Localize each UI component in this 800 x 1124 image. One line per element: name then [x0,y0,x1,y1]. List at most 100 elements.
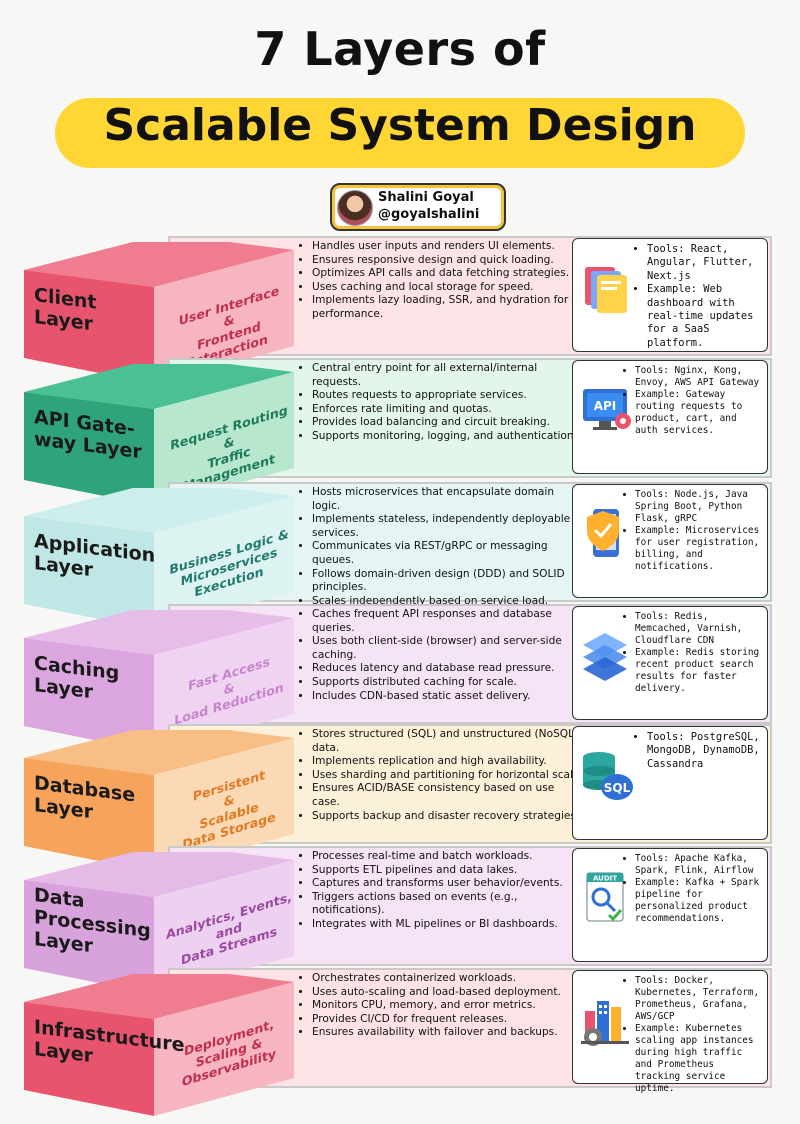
tools-item: Example: Gateway routing requests to pro… [635,389,763,437]
tools-list: Tools: Nginx, Kong, Envoy, AWS API Gatew… [623,365,763,437]
block-side-face [154,738,294,872]
bullet-item: Central entry point for all external/int… [312,362,584,389]
block-front-face [24,392,154,506]
svg-text:AUDIT: AUDIT [593,875,617,883]
bullet-item: Stores structured (SQL) and unstructured… [312,728,584,755]
bullet-item: Uses caching and local storage for speed… [312,281,584,295]
tools-item: Example: Redis storing recent product se… [635,647,763,695]
layer-bullets: Handles user inputs and renders UI eleme… [300,240,584,322]
sql-database-icon: SQL [579,745,633,805]
bullet-item: Uses auto-scaling and load-based deploym… [312,986,584,1000]
bullet-item: Includes CDN-based static asset delivery… [312,690,584,704]
bullet-item: Provides CI/CD for frequent releases. [312,1013,584,1027]
block-side-face [154,618,294,752]
block-side-face [154,496,294,630]
tools-card: SQL Tools: PostgreSQL, MongoDB, DynamoDB,… [572,726,768,840]
block-side-face [154,982,294,1116]
block-front-face [24,758,154,872]
bullet-item: Ensures ACID/BASE consistency based on u… [312,782,584,809]
layer-block-shape [24,974,294,1116]
tools-card: Tools: Redis, Memcached, Varnish, Cloudf… [572,606,768,720]
bullet-item: Implements replication and high availabi… [312,755,584,769]
tools-item: Tools: Nginx, Kong, Envoy, AWS API Gatew… [635,365,763,389]
bullet-item: Follows domain-driven design (DDD) and S… [312,568,584,595]
title-highlight [55,98,745,168]
bullet-item: Ensures responsive design and quick load… [312,254,584,268]
layer-block-shape [24,852,294,994]
layer-bullets: Central entry point for all external/int… [300,362,584,444]
tools-list: Tools: Docker, Kubernetes, Terraform, Pr… [623,975,763,1095]
tools-item: Tools: Apache Kafka, Spark, Flink, Airfl… [635,853,763,877]
tools-card: Tools: Node.js, Java Spring Boot, Python… [572,484,768,598]
tools-item: Tools: Redis, Memcached, Varnish, Cloudf… [635,611,763,647]
tools-item: Example: Web dashboard with real-time up… [647,283,763,350]
tools-list: Tools: PostgreSQL, MongoDB, DynamoDB, Ca… [635,731,763,771]
author-handle: @goyalshalini [378,207,480,222]
block-top-face [24,488,294,533]
block-front-face [24,270,154,384]
tools-item: Tools: Docker, Kubernetes, Terraform, Pr… [635,975,763,1023]
tools-list: Tools: React, Angular, Flutter, Next.jsE… [635,243,763,350]
block-top-face [24,852,294,897]
layer-block-shape [24,488,294,630]
bullet-item: Reduces latency and database read pressu… [312,662,584,676]
tools-item: Example: Kafka + Spark pipeline for pers… [635,877,763,925]
bullet-item: Orchestrates containerized workloads. [312,972,584,986]
folders-icon [579,257,633,317]
tools-list: Tools: Apache Kafka, Spark, Flink, Airfl… [623,853,763,925]
block-side-face [154,372,294,506]
bullet-item: Uses both client-side (browser) and serv… [312,635,584,662]
bullet-item: Caches frequent API responses and databa… [312,608,584,635]
bullet-item: Communicates via REST/gRPC or messaging … [312,540,584,567]
svg-text:SQL: SQL [604,781,631,795]
bullet-item: Scales independently based on service lo… [312,595,584,609]
layer-bullets: Orchestrates containerized workloads.Use… [300,972,584,1040]
layer-bullets: Hosts microservices that encapsulate dom… [300,486,584,608]
bullet-item: Optimizes API calls and data fetching st… [312,267,584,281]
layer-bullets: Stores structured (SQL) and unstructured… [300,728,584,823]
api-monitor-icon: API [579,379,633,439]
bullet-item: Monitors CPU, memory, and error metrics. [312,999,584,1013]
tools-item: Tools: Node.js, Java Spring Boot, Python… [635,489,763,525]
layer-bullets: Processes real-time and batch workloads.… [300,850,584,932]
bullet-item: Supports distributed caching for scale. [312,676,584,690]
bullet-item: Enforces rate limiting and quotas. [312,403,584,417]
block-side-face [154,860,294,994]
tools-card: Tools: Docker, Kubernetes, Terraform, Pr… [572,970,768,1094]
bullet-item: Hosts microservices that encapsulate dom… [312,486,584,513]
layer-block-shape [24,730,294,872]
tools-item: Tools: PostgreSQL, MongoDB, DynamoDB, Ca… [647,731,763,771]
block-top-face [24,730,294,775]
bullet-item: Implements lazy loading, SSR, and hydrat… [312,294,584,321]
block-top-face [24,364,294,409]
title-line-1: 7 Layers of [254,22,546,76]
bullet-item: Captures and transforms user behavior/ev… [312,877,584,891]
block-front-face [24,880,154,994]
tools-list: Tools: Redis, Memcached, Varnish, Cloudf… [623,611,763,695]
bullet-item: Implements stateless, independently depl… [312,513,584,540]
bullet-item: Routes requests to appropriate services. [312,389,584,403]
city-gear-icon [579,989,633,1049]
block-side-face [154,250,294,384]
shield-phone-icon [579,503,633,563]
tools-item: Example: Kubernetes scaling app instance… [635,1023,763,1095]
layer-block-shape [24,242,294,384]
bullet-item: Uses sharding and partitioning for horiz… [312,769,584,783]
bullet-item: Supports backup and disaster recovery st… [312,810,584,824]
layers-stack-icon [579,625,633,685]
layer-block-shape [24,364,294,506]
audit-report-icon: AUDIT [579,867,633,927]
layer-bullets: Caches frequent API responses and databa… [300,608,584,703]
bullet-item: Processes real-time and batch workloads. [312,850,584,864]
